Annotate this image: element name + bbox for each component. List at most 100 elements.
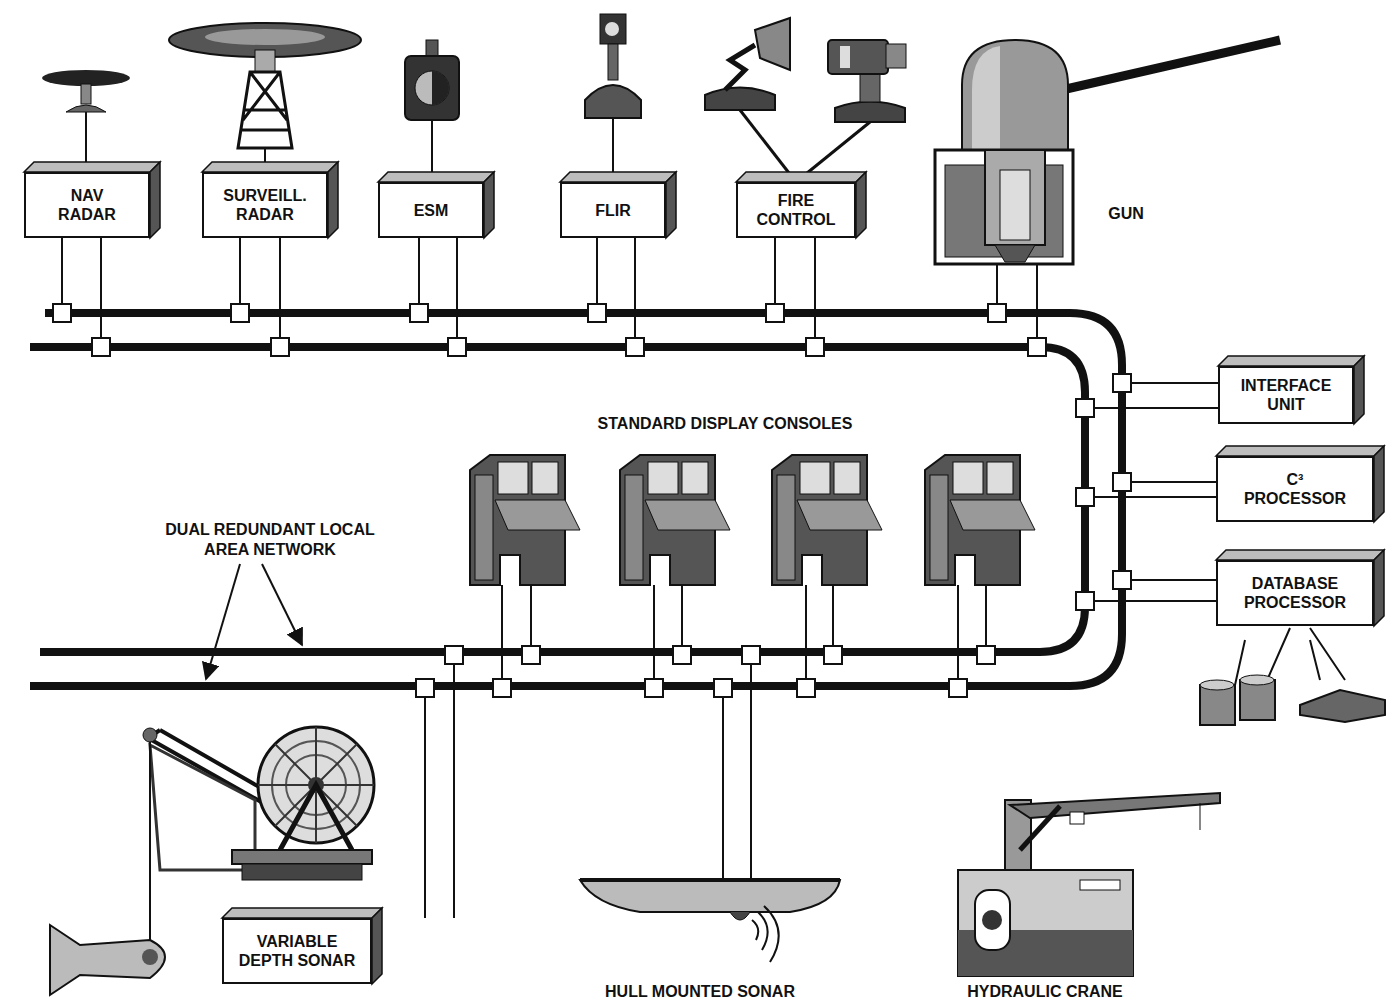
- vds-winch: [149, 742, 151, 955]
- box-shading: [736, 172, 866, 182]
- display-console: [620, 455, 730, 585]
- fire-control-director: [705, 88, 775, 111]
- lan-bus: [1113, 374, 1131, 392]
- lan-bus: [1085, 496, 1216, 498]
- lan-bus: [806, 338, 824, 356]
- lan-bus: [805, 585, 807, 688]
- box-shading: [484, 172, 494, 238]
- fire-control-director: [835, 102, 905, 123]
- vds-winch: [232, 850, 372, 864]
- caption-label: STANDARD DISPLAY CONSOLES: [560, 414, 890, 434]
- hydraulic-crane: [1010, 793, 1220, 818]
- lan-bus: [61, 238, 63, 313]
- equipment-box: SURVEILL. RADAR: [202, 172, 328, 238]
- lan-bus: [977, 646, 995, 664]
- lan-bus: [634, 238, 636, 347]
- display-console: [800, 462, 830, 494]
- lan-bus: [985, 585, 987, 655]
- display-console: [532, 462, 558, 494]
- box-shading: [1216, 550, 1384, 560]
- box-shading: [1374, 446, 1384, 522]
- hydraulic-crane: [1080, 880, 1120, 890]
- display-console: [950, 500, 1035, 530]
- caption-label: HULL MOUNTED SONAR: [560, 982, 840, 1002]
- lan-bus: [774, 238, 776, 313]
- lan-bus: [957, 585, 959, 688]
- hydraulic-crane: [982, 910, 1002, 930]
- lan-bus: [92, 338, 110, 356]
- surveillance-radar-antenna: [169, 23, 361, 172]
- display-console: [498, 462, 528, 494]
- vds-winch: [280, 785, 352, 850]
- lan-bus: [1076, 488, 1094, 506]
- fire-control-director: [755, 18, 790, 70]
- hydraulic-crane: [1200, 803, 1201, 830]
- display-console: [797, 500, 882, 530]
- lan-bus: [832, 585, 834, 655]
- display-console: [470, 455, 1035, 585]
- box-shading: [1354, 356, 1364, 424]
- lan-bus: [722, 688, 724, 880]
- hydraulic-crane: [975, 890, 1010, 950]
- flir-sensor: [585, 14, 641, 180]
- display-console: [682, 462, 708, 494]
- box-shading: [150, 162, 160, 238]
- display-console: [495, 500, 580, 530]
- lan-bus: [742, 646, 760, 664]
- display-console: [625, 475, 643, 580]
- lan-bus: [626, 338, 644, 356]
- flir-sensor: [585, 85, 641, 118]
- hydraulic-crane: [1020, 806, 1060, 850]
- lan-bus: [501, 585, 503, 688]
- database-storage: [1200, 685, 1235, 725]
- lan-bus: [1113, 571, 1131, 589]
- fire-control-director: [860, 72, 880, 102]
- fire-control-director: [828, 40, 888, 74]
- lan-bus: [645, 679, 663, 697]
- lan-bus: [1122, 382, 1218, 384]
- database-storage: [1235, 628, 1345, 685]
- gun-mount: [1000, 170, 1030, 240]
- lan-bus: [988, 304, 1006, 322]
- caption-label: GUN: [1096, 204, 1156, 224]
- lan-bus: [231, 304, 249, 322]
- equipment-box: DATABASE PROCESSOR: [1216, 560, 1374, 626]
- hydraulic-crane: [1070, 812, 1084, 824]
- gun-mount: [972, 46, 1000, 150]
- surveillance-radar-antenna: [205, 29, 325, 45]
- lan-bus: [262, 564, 302, 645]
- equipment-box: FLIR: [560, 182, 666, 238]
- fire-control-director: [705, 18, 906, 182]
- lan-bus: [456, 238, 458, 347]
- lan-bus: [797, 679, 815, 697]
- vds-winch: [142, 949, 158, 965]
- lan-bus: [279, 238, 281, 347]
- surveillance-radar-antenna: [238, 72, 292, 148]
- lan-bus: [530, 585, 532, 655]
- hull-sonar: [580, 880, 840, 962]
- esm-antenna: [432, 71, 449, 105]
- lan-bus: [766, 304, 784, 322]
- lan-bus: [1028, 338, 1046, 356]
- lan-bus: [1122, 579, 1216, 581]
- box-shading: [1216, 446, 1384, 456]
- esm-antenna: [431, 120, 433, 180]
- fire-control-director: [725, 45, 755, 90]
- box-shading: [560, 172, 676, 182]
- box-shading: [202, 162, 338, 172]
- lan-bus: [1036, 264, 1038, 347]
- lan-bus: [418, 238, 420, 313]
- lan-bus: [1076, 399, 1094, 417]
- equipment-box: NAV RADAR: [24, 172, 150, 238]
- lan-bus: [453, 655, 455, 918]
- equipment-box: VARIABLE DEPTH SONAR: [222, 918, 372, 984]
- flir-sensor: [600, 14, 626, 44]
- flir-sensor: [612, 118, 614, 180]
- display-console: [772, 455, 882, 585]
- lan-bus: [30, 347, 1085, 652]
- hydraulic-crane: [958, 870, 1133, 976]
- lan-bus: [673, 646, 691, 664]
- box-shading: [1374, 550, 1384, 626]
